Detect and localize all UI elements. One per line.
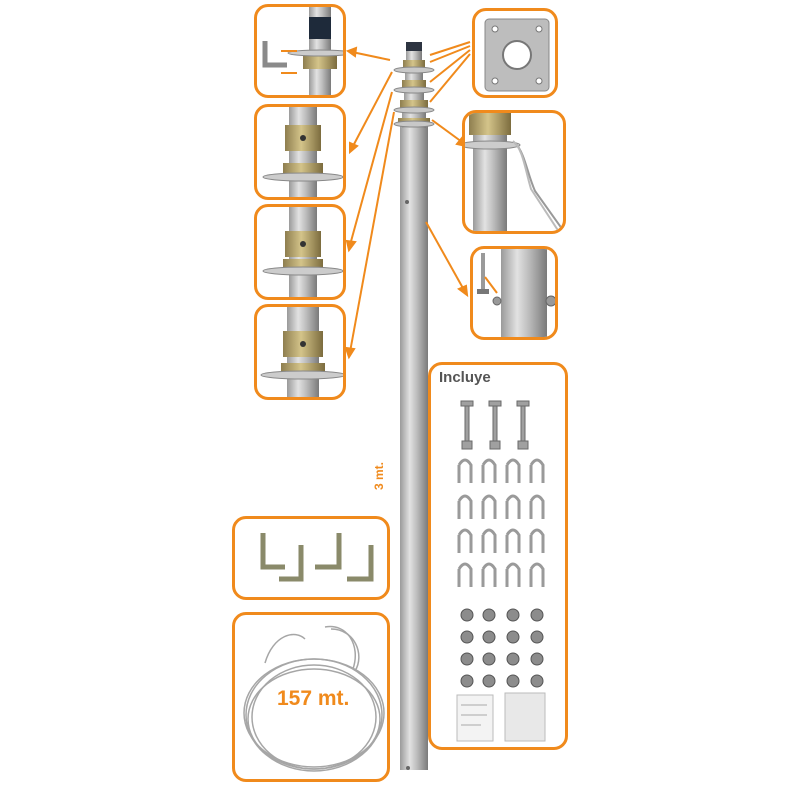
detail-base-bolt <box>470 246 558 340</box>
detail-collar-1 <box>254 104 346 200</box>
anchors-panel <box>232 516 390 600</box>
includes-panel: Incluye <box>428 362 568 750</box>
cable-panel: 157 mt. <box>232 612 390 782</box>
coiled-cable-icon <box>243 625 385 772</box>
height-label: 3 mt. <box>372 461 386 490</box>
mast-top-cap <box>406 42 422 51</box>
detail-top-locking-pin <box>254 4 346 98</box>
cable-thimble-icon <box>457 458 545 587</box>
wire-rope-clip-icon <box>460 608 544 688</box>
includes-title: Incluye <box>439 369 491 386</box>
mast-section-bottom <box>400 125 428 770</box>
instruction-sheet-icon <box>456 692 546 742</box>
detail-collar-3 <box>254 304 346 400</box>
bolt-icon <box>460 400 530 450</box>
cable-length-label: 157 mt. <box>277 687 350 710</box>
l-anchor-icon <box>260 533 374 582</box>
detail-mounting-plate <box>472 8 558 98</box>
detail-collar-2 <box>254 204 346 300</box>
detail-guy-wire-ring <box>462 110 566 234</box>
